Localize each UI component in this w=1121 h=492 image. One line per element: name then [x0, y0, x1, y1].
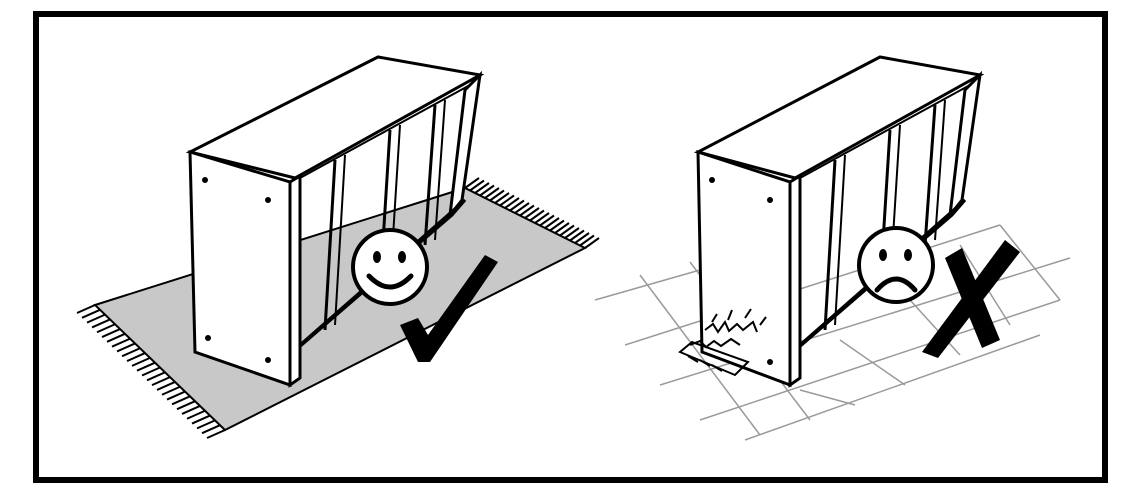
smiley-face-icon: [353, 230, 427, 304]
frown-face-icon: [859, 228, 933, 302]
